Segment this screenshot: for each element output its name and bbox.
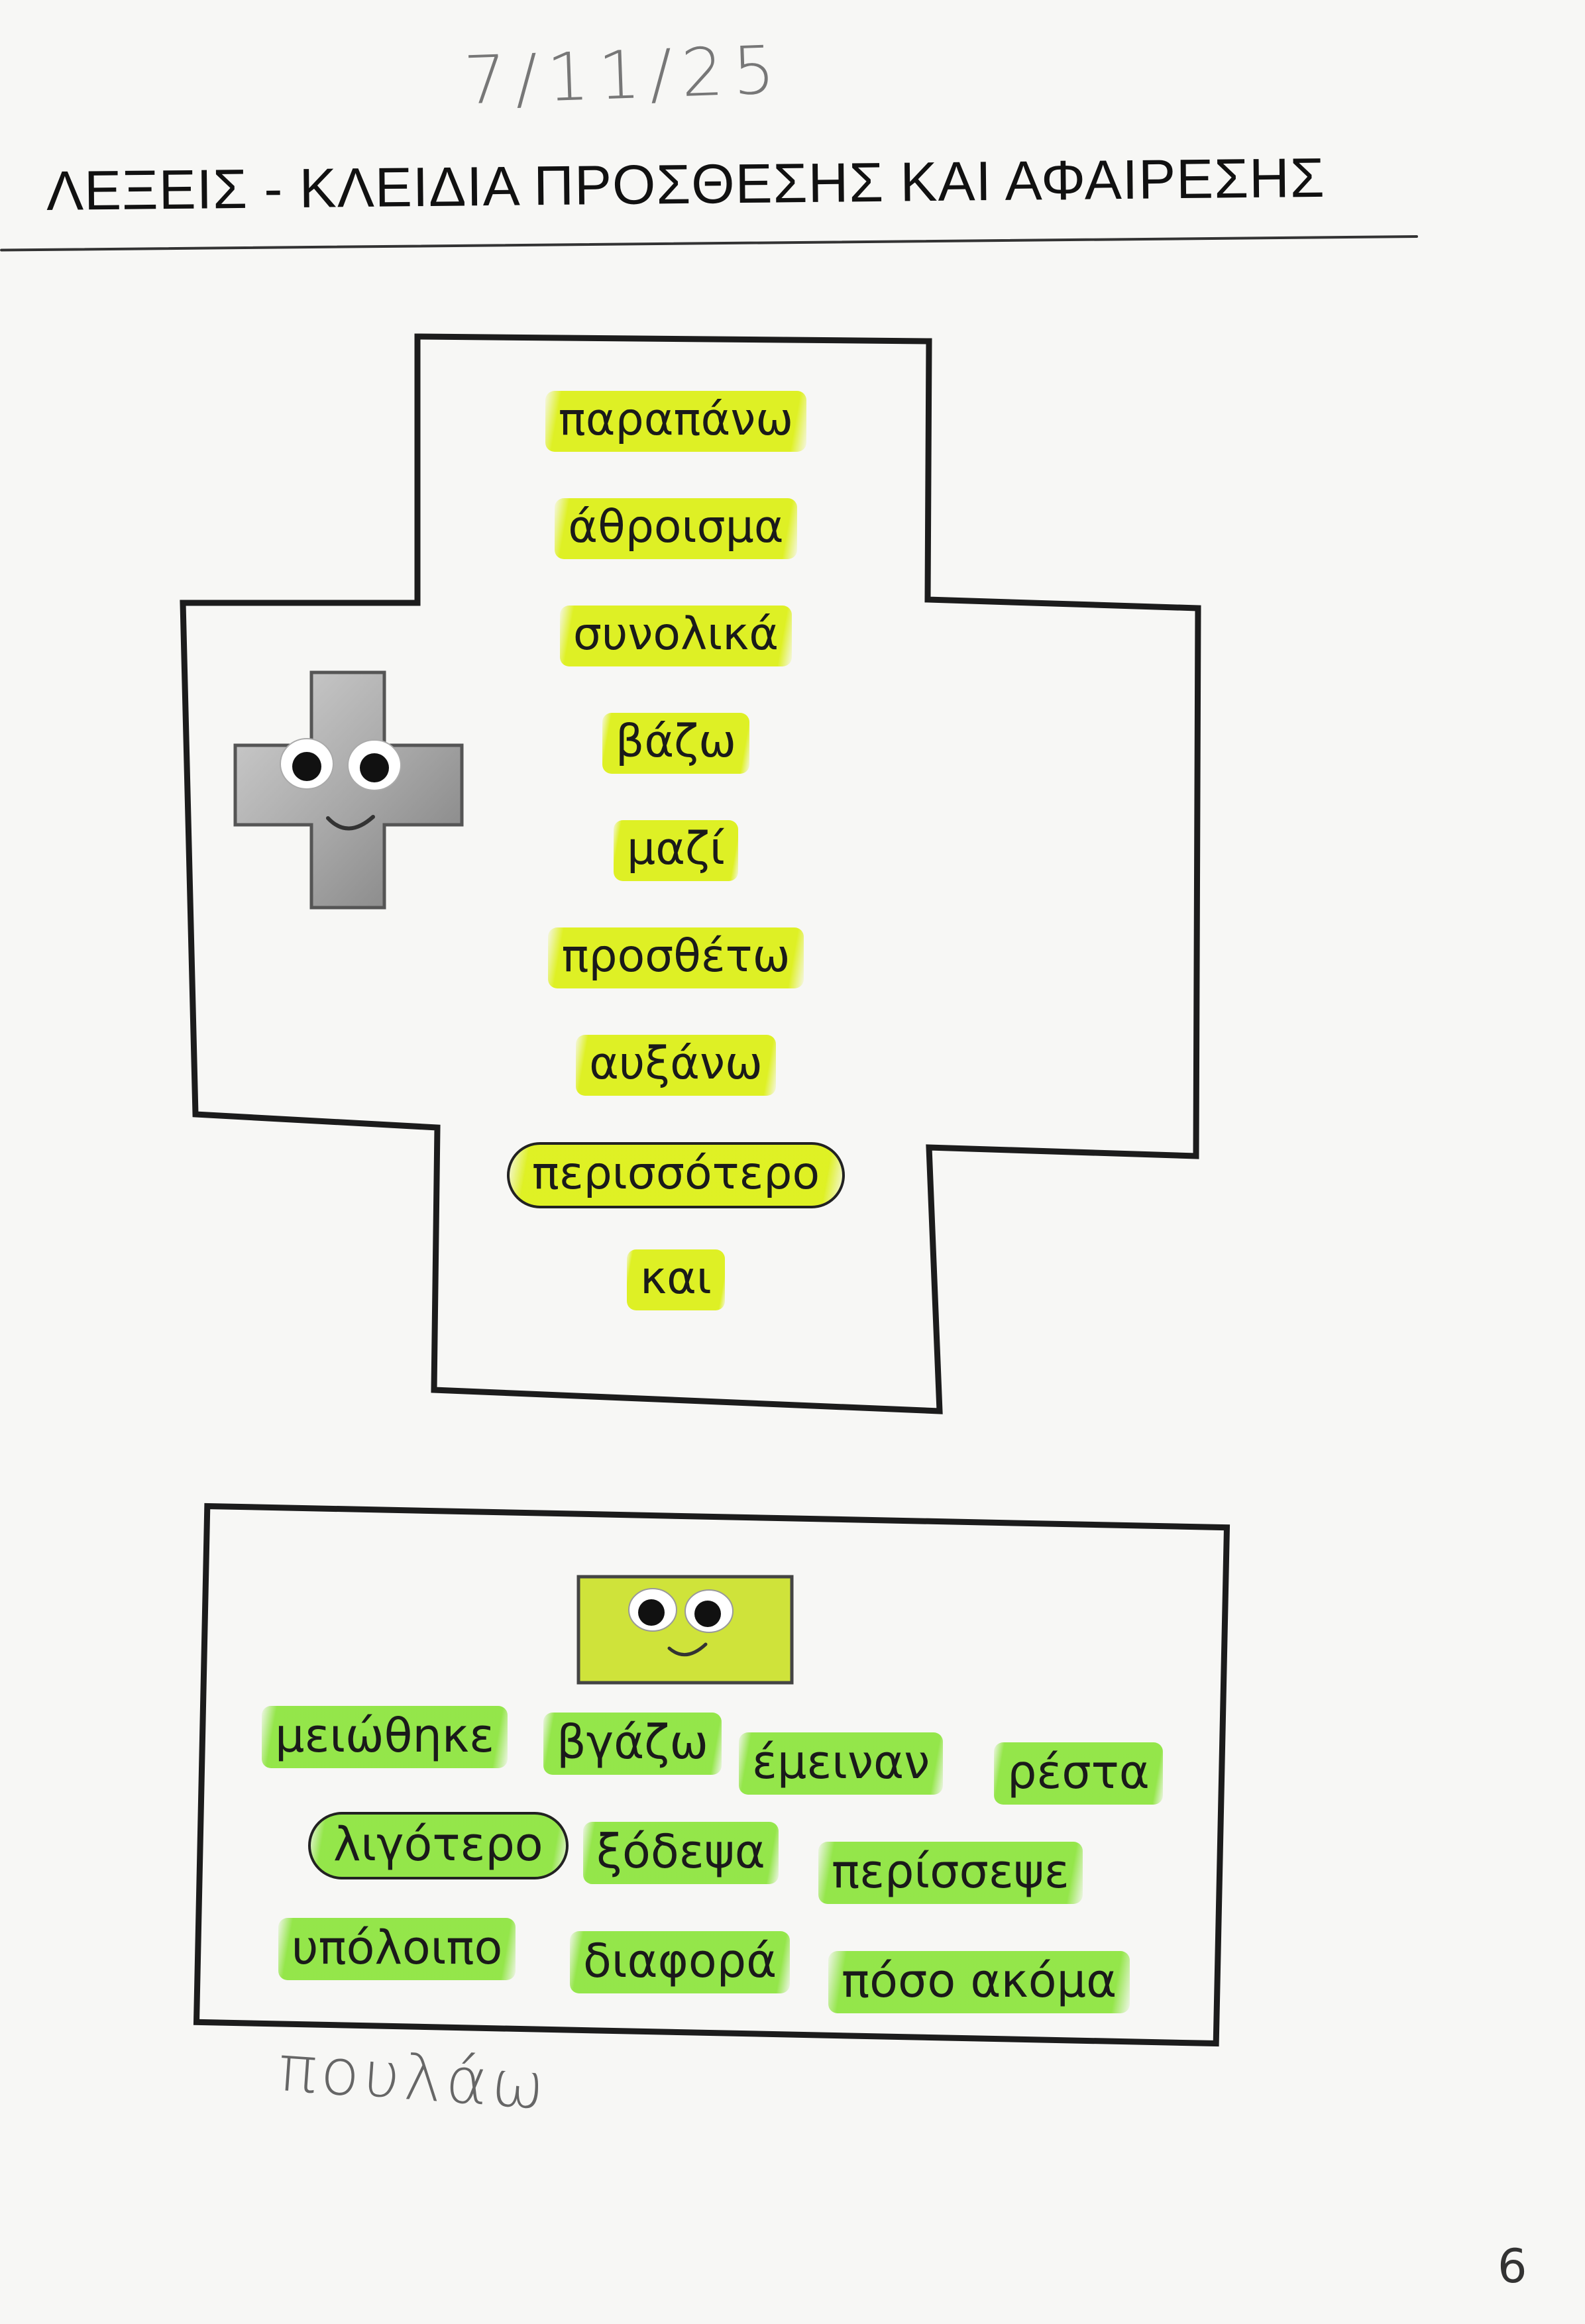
addition-word: αυξάνω	[576, 1035, 776, 1096]
subtraction-word: περίσσεψε	[818, 1842, 1083, 1904]
subtraction-word: έμειναν	[739, 1732, 944, 1795]
subtraction-word: υπόλοιπο	[278, 1918, 516, 1980]
addition-word-circled: περισσότερο	[506, 1142, 846, 1208]
subtraction-word: πόσο ακόμα	[828, 1951, 1130, 2013]
subtraction-word-circled: λιγότερο	[308, 1812, 569, 1879]
handwritten-note: πουλάω	[276, 2031, 551, 2125]
smiling-minus-icon	[576, 1575, 794, 1685]
subtraction-word: βγάζω	[543, 1713, 722, 1775]
addition-word: παραπάνω	[545, 391, 807, 452]
addition-word: συνολικά	[559, 606, 792, 666]
addition-word: και	[627, 1249, 725, 1310]
subtraction-word: διαφορά	[570, 1931, 791, 1993]
addition-word-list: παραπάνω άθροισμα συνολικά βάζω μαζί προ…	[424, 391, 928, 1357]
subtraction-word: μειώθηκε	[262, 1706, 508, 1768]
addition-word: άθροισμα	[555, 498, 797, 559]
addition-word: προσθέτω	[548, 927, 804, 988]
subtraction-word: ρέστα	[994, 1742, 1163, 1805]
addition-word: μαζί	[613, 820, 739, 881]
addition-word: βάζω	[602, 713, 750, 774]
page-number: 6	[1498, 2239, 1527, 2294]
plus-shaped-frame	[180, 333, 1201, 1414]
subtraction-word: ξόδεψα	[583, 1822, 779, 1884]
smiling-plus-icon	[233, 670, 464, 910]
